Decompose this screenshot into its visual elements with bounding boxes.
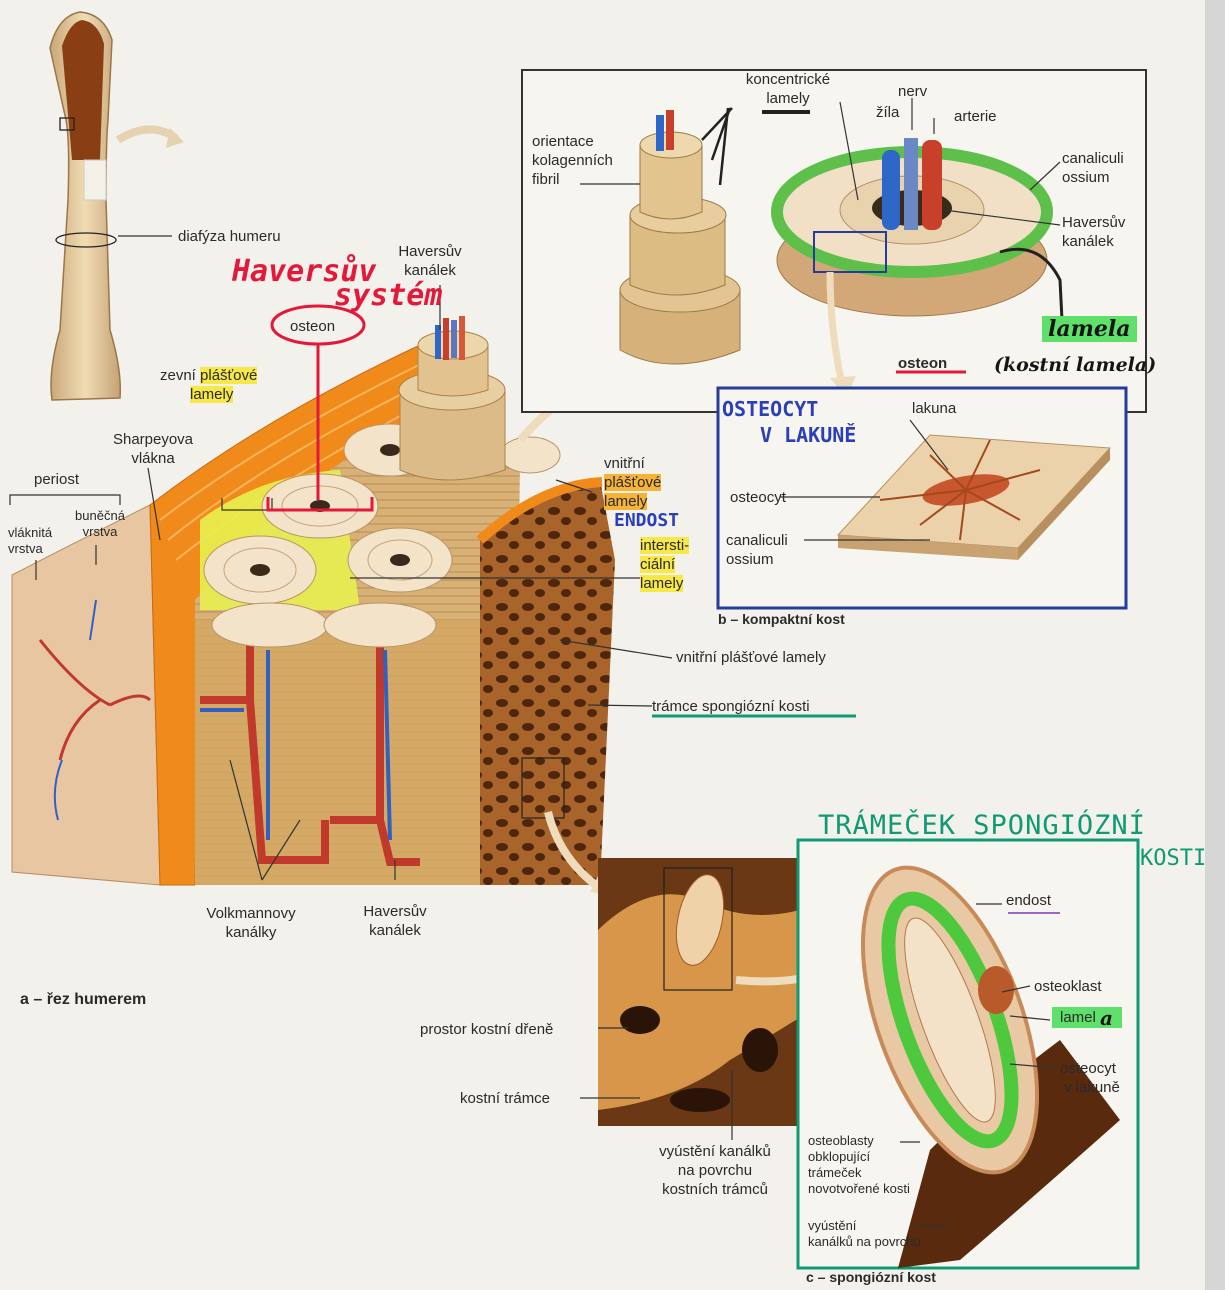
label-vnitrni-lamely-top: vnitřní plášťové lamely <box>604 454 661 511</box>
label-osteocyt-b: osteocyt <box>730 488 786 507</box>
label-vnitrni-lamely: vnitřní plášťové lamely <box>676 648 826 667</box>
label-koncentricke: koncentrické lamely <box>728 70 848 108</box>
panel-c-caption: c – spongiózní kost <box>806 1268 936 1287</box>
label-vlaknita: vláknitá vrstva <box>8 525 52 557</box>
label-diafyza: diafýza humeru <box>178 227 281 246</box>
handwriting-kostni-lamela: (kostní lamela) <box>994 354 1156 376</box>
label-zevni-lamely: zevní plášťové lamely <box>160 366 257 404</box>
handwriting-kosti: KOSTI <box>1140 846 1206 871</box>
label-vyusteni2: vyústění kanálků na povrchu <box>808 1218 921 1250</box>
label-orientace: orientace kolagenních fibril <box>532 132 613 189</box>
label-haversuv-kanalek-top: Haversův kanálek <box>390 242 470 280</box>
label-arterie: arterie <box>954 107 997 126</box>
handwriting-tramecek: TRÁMEČEK SPONGIÓZNÍ <box>818 810 1146 841</box>
panel-a-caption: a – řez humerem <box>20 990 146 1009</box>
label-nerv: nerv <box>898 82 927 101</box>
panel-b-caption: b – kompaktní kost <box>718 610 845 629</box>
label-osteoblasty: osteoblasty obklopující trámeček novotvo… <box>808 1133 910 1197</box>
label-volkmann: Volkmannovy kanálky <box>196 904 306 942</box>
label-osteoklast: osteoklast <box>1034 977 1102 996</box>
label-lakuna: lakuna <box>912 399 956 418</box>
label-canaliculi-b: canaliculi ossium <box>726 531 788 569</box>
label-kostni-tramce: kostní trámce <box>460 1089 550 1108</box>
label-bunecna: buněčná vrstva <box>70 508 130 540</box>
label-vyusteni: vyústění kanálků na povrchu kostních trá… <box>640 1142 790 1199</box>
label-sharpey: Sharpeyova vlákna <box>98 430 208 468</box>
handwriting-system: systém <box>334 278 442 313</box>
label-prostor: prostor kostní dřeně <box>420 1020 553 1039</box>
label-canaliculi: canaliculi ossium <box>1062 149 1124 187</box>
handwriting-lamela: lamela <box>1042 316 1137 342</box>
label-endost: endost <box>1006 891 1051 910</box>
label-haversuv-b: Haversův kanálek <box>1062 213 1125 251</box>
label-osteon: osteon <box>290 317 335 336</box>
scan-edge <box>1205 0 1225 1290</box>
handwriting-lamela-suffix: a <box>1100 1006 1113 1030</box>
humerus-illustration <box>50 12 184 400</box>
handwriting-osteocyt: OSTEOCYT V LAKUNĚ <box>722 396 856 448</box>
label-haversuv-kanalek-bottom: Haversův kanálek <box>350 902 440 940</box>
handwriting-endost: ENDOST <box>614 510 679 531</box>
trabecula-box <box>798 840 1138 1268</box>
label-intersticialni: intersti- ciální lamely <box>640 536 689 593</box>
label-periost: periost <box>34 470 79 489</box>
label-tramce: trámce spongiózní kosti <box>652 697 810 716</box>
label-osteocyt-c: osteocyt v lakuně <box>1060 1059 1120 1097</box>
label-zila: žíla <box>876 103 899 122</box>
label-osteon-b: osteon <box>898 354 947 373</box>
